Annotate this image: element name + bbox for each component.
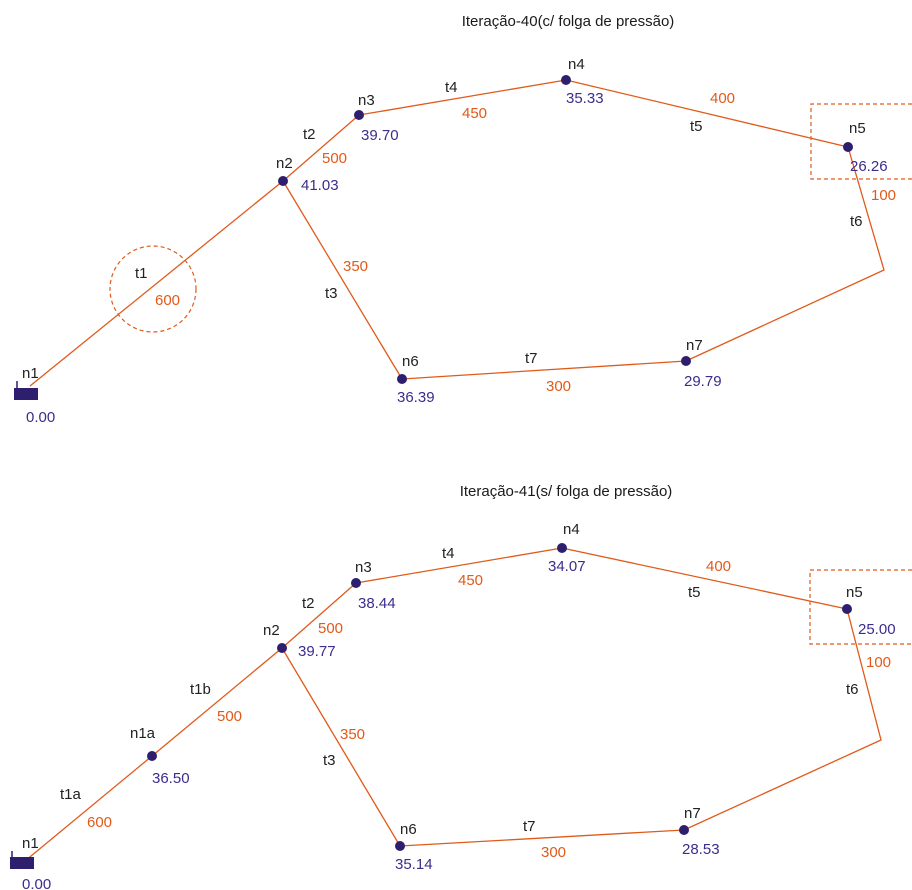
pipe-t5 <box>565 79 849 148</box>
node-n1a <box>147 751 157 761</box>
pipe-length-t3: 350 <box>343 258 368 275</box>
node-n4 <box>561 75 571 85</box>
node-label-n6: n6 <box>400 821 417 838</box>
node-n2 <box>277 643 287 653</box>
pipe-length-t7: 300 <box>546 378 571 395</box>
pipe-length-t1b: 500 <box>217 708 242 725</box>
pipe-t1a <box>24 755 153 862</box>
pipe-label-t5: t5 <box>690 118 703 135</box>
node-label-n4: n4 <box>563 521 580 538</box>
pipe-t3 <box>281 647 401 847</box>
pipe-t7 <box>399 829 685 847</box>
pipe-t4 <box>358 79 567 116</box>
node-pressure-n7: 28.53 <box>682 841 720 858</box>
node-pressure-n2: 39.77 <box>298 643 336 660</box>
node-label-n1: n1 <box>22 835 39 852</box>
pipe-length-t2: 500 <box>318 620 343 637</box>
node-pressure-n3: 38.44 <box>358 595 396 612</box>
pipe-label-t1: t1 <box>135 265 148 282</box>
pipe-length-t3: 350 <box>340 726 365 743</box>
node-label-n3: n3 <box>358 92 375 109</box>
pipe-label-t7: t7 <box>523 818 536 835</box>
pipe-label-t2: t2 <box>303 126 316 143</box>
highlight-box-n5 <box>810 103 912 180</box>
node-label-n2: n2 <box>263 622 280 639</box>
node-pressure-n4: 34.07 <box>548 558 586 575</box>
pipe-t1b <box>151 647 283 757</box>
diagram-title: Iteração-40(c/ folga de pressão) <box>462 13 675 30</box>
diagram-iteration-40: Iteração-40(c/ folga de pressão) n1 n2 n… <box>14 13 912 426</box>
pipe-t6 <box>685 146 885 362</box>
pipe-label-t1b: t1b <box>190 681 211 698</box>
pipe-t2 <box>282 114 360 182</box>
pipe-length-t7: 300 <box>541 844 566 861</box>
highlight-box-n5 <box>809 569 912 645</box>
node-n7 <box>679 825 689 835</box>
node-n5 <box>842 604 852 614</box>
pipe-label-t6: t6 <box>846 681 859 698</box>
node-n7 <box>681 356 691 366</box>
node-pressure-n3: 39.70 <box>361 127 399 144</box>
node-label-n2: n2 <box>276 155 293 172</box>
node-pressure-n6: 36.39 <box>397 389 435 406</box>
pipe-t5 <box>561 547 848 610</box>
node-label-n7: n7 <box>684 805 701 822</box>
pipe-length-t4: 450 <box>458 572 483 589</box>
reservoir-n1 <box>14 388 38 400</box>
pipe-label-t5: t5 <box>688 584 701 601</box>
node-pressure-n6: 35.14 <box>395 856 433 873</box>
pipe-label-t1a: t1a <box>60 786 82 803</box>
node-label-n1: n1 <box>22 365 39 382</box>
pipe-length-t4: 450 <box>462 105 487 122</box>
pipe-length-t5: 400 <box>710 90 735 107</box>
pipe-length-t5: 400 <box>706 558 731 575</box>
node-pressure-n1: 0.00 <box>26 409 55 426</box>
pipe-t7 <box>401 360 687 380</box>
node-label-n1a: n1a <box>130 725 156 742</box>
node-n6 <box>395 841 405 851</box>
node-pressure-n7: 29.79 <box>684 373 722 390</box>
pipe-label-t6: t6 <box>850 213 863 230</box>
pipe-t6 <box>683 608 882 831</box>
reservoir-n1 <box>10 857 34 869</box>
node-pressure-n5: 25.00 <box>858 621 896 638</box>
node-n5 <box>843 142 853 152</box>
pipe-t4 <box>355 547 563 584</box>
node-label-n5: n5 <box>849 120 866 137</box>
node-pressure-n4: 35.33 <box>566 90 604 107</box>
diagram-title: Iteração-41(s/ folga de pressão) <box>460 483 673 500</box>
pipe-t3 <box>282 180 403 380</box>
pipe-label-t3: t3 <box>325 285 338 302</box>
node-label-n6: n6 <box>402 353 419 370</box>
node-label-n4: n4 <box>568 56 585 73</box>
node-n3 <box>351 578 361 588</box>
pipe-label-t7: t7 <box>525 350 538 367</box>
pipe-length-t1: 600 <box>155 292 180 309</box>
pipe-label-t4: t4 <box>442 545 455 562</box>
diagram-iteration-41: Iteração-41(s/ folga de pressão) n1 n1a … <box>10 483 912 890</box>
highlight-circle-t1 <box>109 245 197 333</box>
node-pressure-n5: 26.26 <box>850 158 888 175</box>
node-label-n7: n7 <box>686 337 703 354</box>
node-n4 <box>557 543 567 553</box>
pipe-length-t6: 100 <box>866 654 891 671</box>
pipe-label-t4: t4 <box>445 79 458 96</box>
pipe-t2 <box>281 582 357 649</box>
pipe-label-t3: t3 <box>323 752 336 769</box>
pipe-length-t1a: 600 <box>87 814 112 831</box>
node-pressure-n1a: 36.50 <box>152 770 190 787</box>
node-pressure-n1: 0.00 <box>22 876 51 890</box>
node-label-n3: n3 <box>355 559 372 576</box>
pipe-length-t2: 500 <box>322 150 347 167</box>
node-pressure-n2: 41.03 <box>301 177 339 194</box>
pipe-t1 <box>29 180 284 387</box>
node-n6 <box>397 374 407 384</box>
pipe-length-t6: 100 <box>871 187 896 204</box>
node-n2 <box>278 176 288 186</box>
node-n3 <box>354 110 364 120</box>
node-label-n5: n5 <box>846 584 863 601</box>
pipe-label-t2: t2 <box>302 595 315 612</box>
